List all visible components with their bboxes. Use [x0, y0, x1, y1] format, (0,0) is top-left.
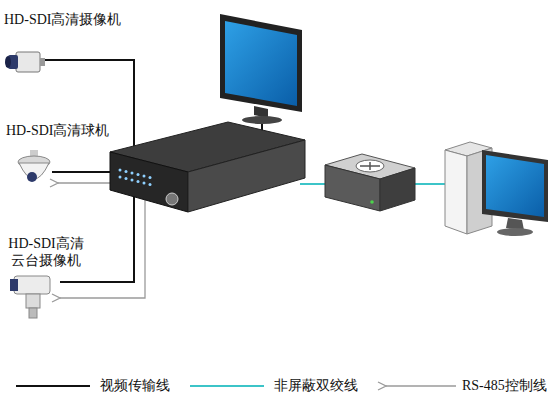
camera-label: HD-SDI高清 云台摄像机	[2, 235, 90, 269]
legend-samples	[16, 386, 456, 387]
monitor	[220, 14, 302, 124]
legend-text: 视频传输线	[100, 377, 170, 395]
camera-node: HD-SDI高清球机	[6, 122, 109, 139]
computer	[445, 142, 548, 236]
legend-text: RS-485控制线	[462, 377, 547, 395]
camera-node: HD-SDI高清 云台摄像机	[2, 235, 90, 269]
camera-label: HD-SDI高清球机	[6, 122, 109, 139]
ptz-camera	[10, 276, 50, 318]
dvr	[110, 122, 305, 212]
dome-camera	[18, 150, 50, 182]
legend-text: 非屏蔽双绞线	[274, 377, 358, 395]
camera-node: HD-SDI高清摄像机	[4, 11, 121, 28]
network-switch	[325, 154, 415, 211]
camera-label: HD-SDI高清摄像机	[4, 11, 121, 28]
hd-camera	[5, 52, 45, 72]
